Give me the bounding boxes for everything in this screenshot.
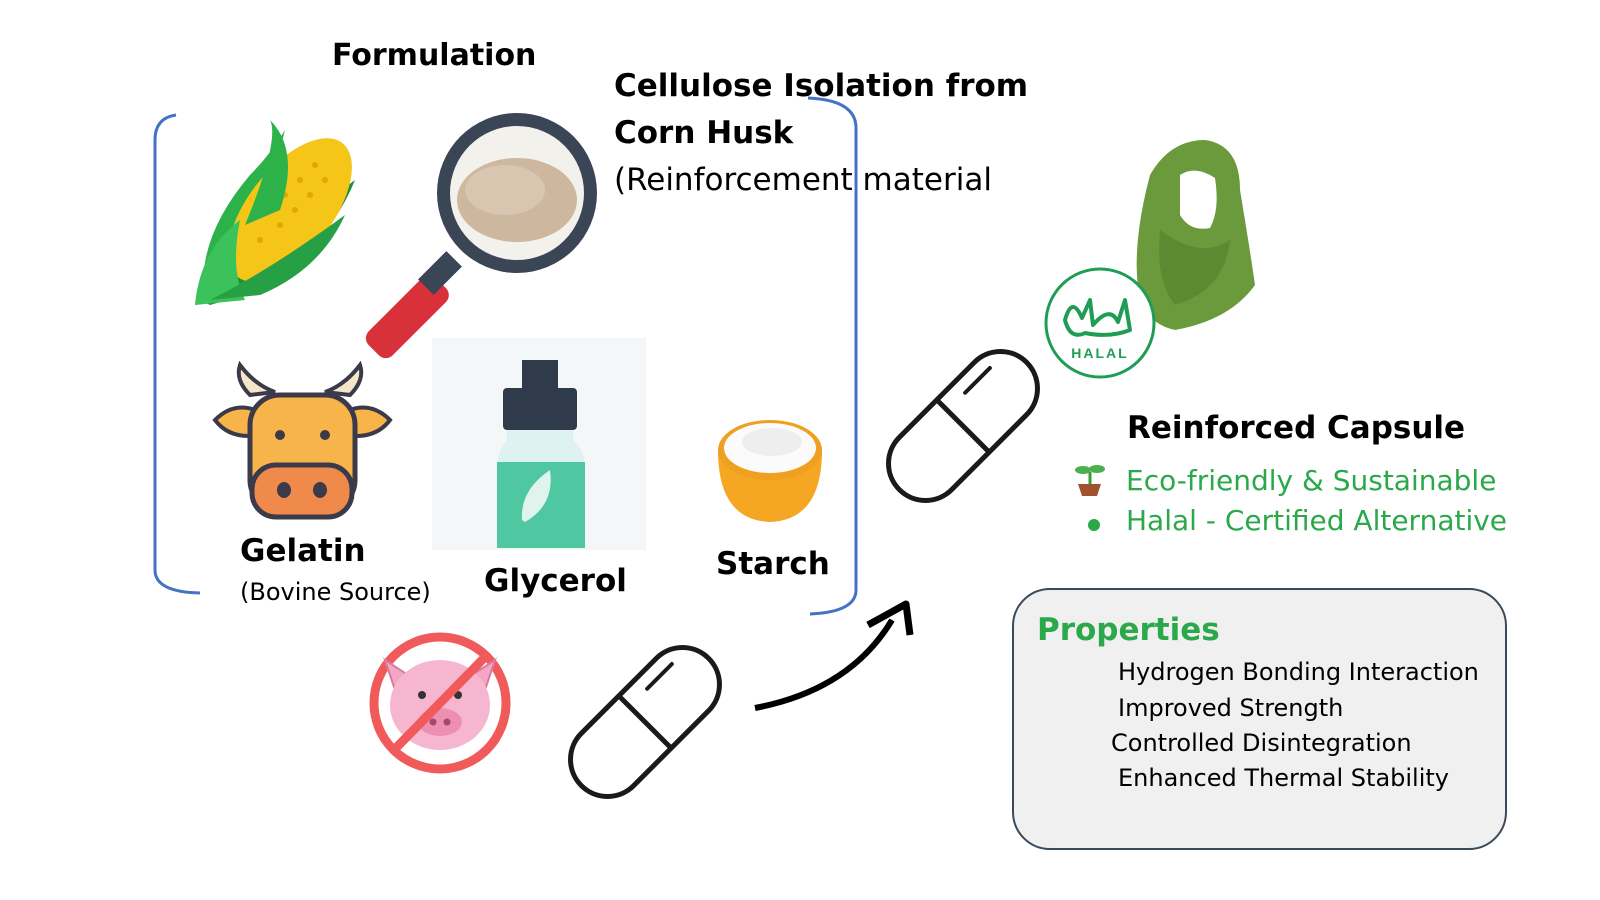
no-pork-icon	[369, 632, 511, 774]
glycerol-label: Glycerol	[484, 563, 627, 599]
halal-badge-text: HALAL	[1071, 345, 1128, 361]
magnifier-cellulose-icon	[365, 113, 597, 359]
property-hydrogen-bonding: Hydrogen Bonding Interaction	[1118, 658, 1479, 686]
reinforced-capsule-title: Reinforced Capsule	[1127, 410, 1466, 446]
bottle-icon	[432, 338, 646, 550]
cellulose-title-line1: Cellulose Isolation from	[614, 68, 1029, 104]
reinforced-capsule-icon	[886, 349, 1040, 503]
cellulose-subtitle: (Reinforcement material	[614, 162, 992, 198]
starch-bowl-icon	[718, 420, 822, 522]
formulation-left-bracket	[153, 113, 201, 595]
corn-icon	[195, 120, 355, 305]
property-thermal-stability: Enhanced Thermal Stability	[1118, 764, 1449, 792]
gelatin-label: Gelatin	[240, 533, 366, 569]
sprout-icon	[1075, 465, 1105, 496]
starch-label: Starch	[716, 546, 830, 582]
benefit-eco-friendly: Eco-friendly & Sustainable	[1126, 464, 1497, 497]
green-dot-icon	[1088, 519, 1100, 531]
property-improved-strength: Improved Strength	[1118, 694, 1344, 722]
gelatin-source-note: (Bovine Source)	[240, 578, 431, 606]
curved-arrow-icon	[754, 600, 914, 711]
cow-icon	[212, 360, 393, 520]
hijab-woman-icon	[1136, 140, 1255, 330]
properties-title: Properties	[1037, 612, 1220, 648]
properties-box	[1012, 588, 1507, 850]
property-controlled-disintegration: Controlled Disintegration	[1111, 729, 1412, 757]
formulation-right-bracket	[807, 96, 858, 616]
formulation-title: Formulation	[332, 38, 537, 73]
halal-badge: HALAL	[1044, 267, 1156, 379]
capsule-icon	[568, 645, 722, 799]
benefit-halal-certified: Halal - Certified Alternative	[1126, 504, 1508, 537]
cellulose-title-line2: Corn Husk	[614, 115, 794, 151]
